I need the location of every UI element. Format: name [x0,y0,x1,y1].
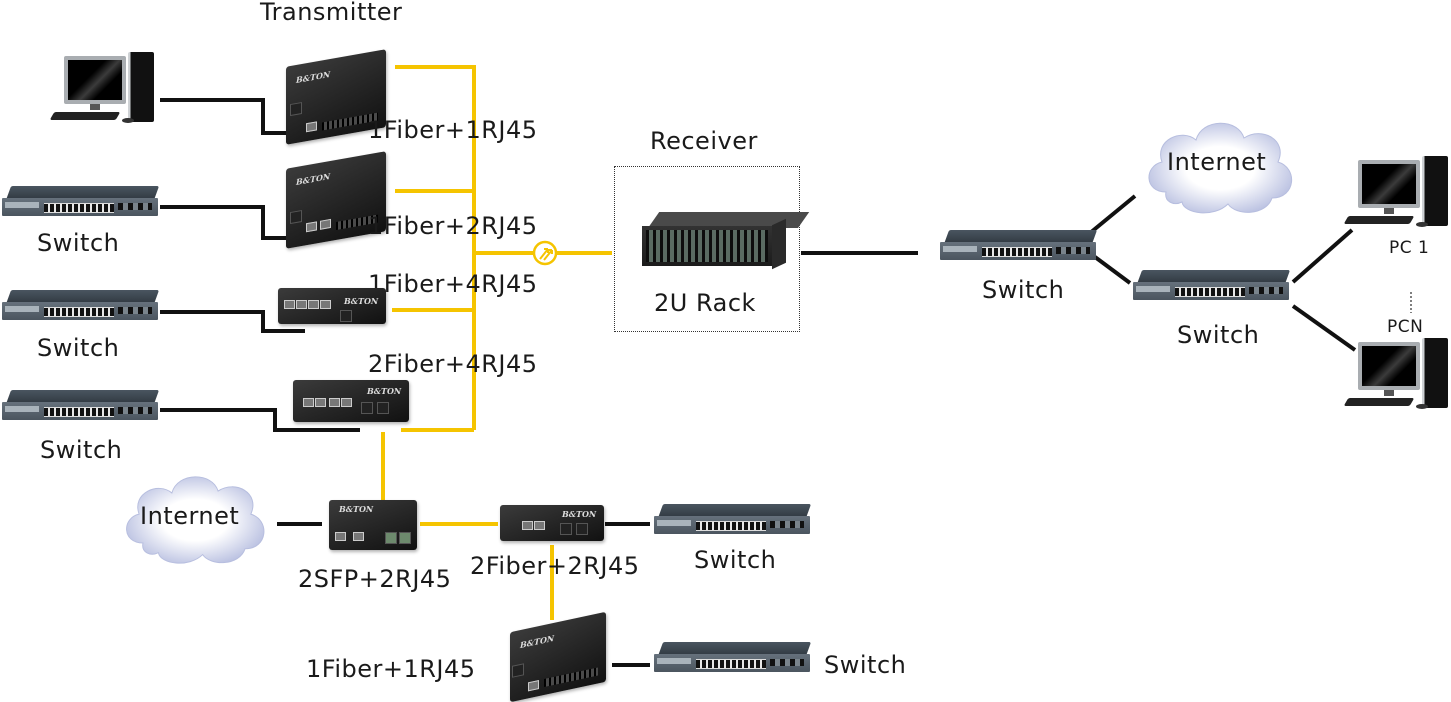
switch-icon [1133,270,1291,304]
switch-icon [2,186,160,220]
copper-switch2-to-pcn [1291,304,1357,352]
switch-icon [2,390,160,424]
device-label: 2Fiber+4RJ45 [368,350,538,378]
media-converter-icon: B&TON [500,505,604,541]
switch-icon [654,642,812,676]
copper-sw1-to-mc2 [160,205,307,240]
switch-icon [940,230,1098,264]
device-label: 1Fiber+2RJ45 [368,212,538,240]
internet-cloud-icon [126,476,265,564]
media-converter-icon: B&TON [293,380,409,422]
switch-icon [654,504,812,538]
copper-pc-to-mc1 [160,98,305,135]
media-converter-icon: B&TON [278,288,386,324]
pc-label: PCN [1387,317,1424,337]
receiver-heading: Receiver [650,127,758,155]
switch-label: Switch [1177,321,1260,349]
copper-switch-to-internet [1088,194,1137,235]
rack-chassis-icon [632,212,810,276]
pc-icon [1342,156,1451,236]
copper-switch-to-switch2 [1093,255,1132,285]
switch-icon [2,290,160,324]
rack-label: 2U Rack [654,289,756,317]
internet-label: Internet [1167,148,1267,176]
copper-switch2-to-pc1 [1291,228,1354,284]
transmitter-heading: Transmitter [260,0,403,26]
copper-sw3-to-mc4 [160,408,360,432]
pc-icon [48,52,158,132]
switch-label: Switch [37,334,120,362]
device-label: 2SFP+2RJ45 [298,565,452,593]
device-label: 1Fiber+1RJ45 [368,116,538,144]
internet-cloud-icon [1148,122,1293,214]
receiver-group [614,166,800,332]
switch-label: Switch [40,436,123,464]
internet-label: Internet [140,502,240,530]
switch-label: Switch [694,546,777,574]
switch-label: Switch [824,651,907,679]
device-label: 1Fiber+4RJ45 [368,270,538,298]
device-label: 1Fiber+1RJ45 [306,655,476,683]
device-label: 2Fiber+2RJ45 [470,552,640,580]
pc-label: PC 1 [1389,238,1430,258]
pc-icon [1342,338,1451,418]
sfp-switch-icon: B&TON [329,500,417,550]
switch-label: Switch [37,229,120,257]
fiber-optic-icon [532,240,558,266]
copper-links [160,98,1357,667]
copper-sw2-to-mc3 [160,310,305,333]
switch-label: Switch [982,276,1065,304]
